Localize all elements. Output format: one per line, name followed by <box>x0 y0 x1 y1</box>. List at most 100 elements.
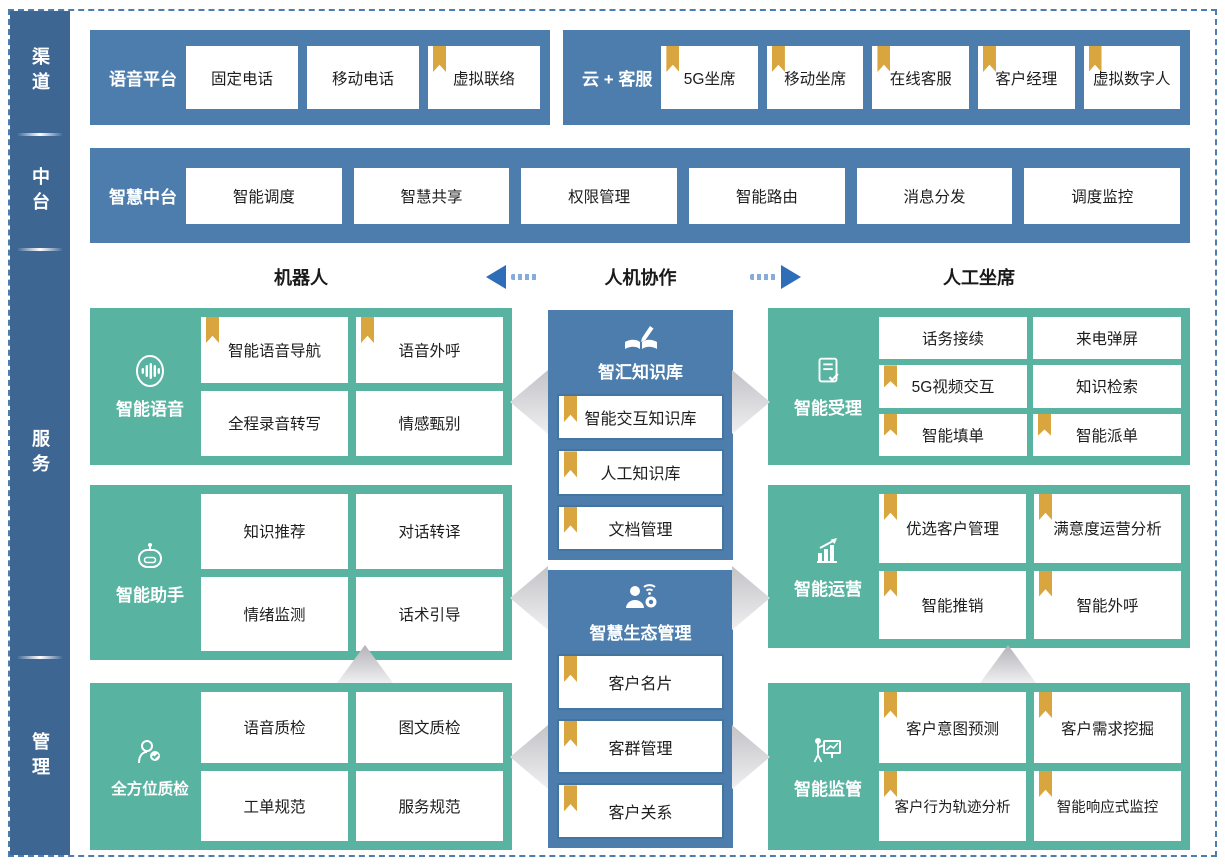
feature-card: 客户意图预测 <box>879 692 1026 763</box>
bookmark-ribbon <box>564 506 577 533</box>
bookmark-ribbon <box>564 785 577 812</box>
mode-title-collaboration: 人机协作 <box>604 268 677 288</box>
feature-card: 知识检索 <box>1033 365 1181 408</box>
bookmark-ribbon <box>564 451 577 478</box>
platform-card: 调度监控 <box>1024 167 1181 224</box>
bookmark-ribbon <box>564 396 577 422</box>
mode-title-human-agent: 人工坐席 <box>943 268 1015 288</box>
block-title: 智能运营 <box>794 580 862 599</box>
cloud-service-container: 云 + 客服 5G坐席 移动坐席 在线客服 客户经理 虚拟数字人 <box>563 30 1190 125</box>
block-smart-supervision: 智能监管 客户意图预测 客户需求挖掘 客户行为轨迹分析 智能响应式监控 <box>768 683 1190 850</box>
connector-arrow-right-icon <box>732 566 770 630</box>
chart-growth-icon <box>817 538 837 563</box>
bookmark-ribbon <box>771 46 785 72</box>
bookmark-ribbon <box>1088 46 1102 72</box>
sidebar-item-middle-platform: 中台 <box>30 167 50 217</box>
arrow-right-icon <box>781 265 801 289</box>
bookmark-ribbon <box>1039 692 1052 718</box>
feature-card: 知识推荐 <box>201 494 348 569</box>
feature-card: 语音质检 <box>201 692 348 763</box>
bookmark-ribbon <box>1039 570 1052 597</box>
sidebar-item-management: 管理 <box>30 732 50 782</box>
channel-card: 在线客服 <box>872 46 969 109</box>
sidebar: 渠道 中台 服务 管理 <box>10 11 70 855</box>
feature-card: 智能填单 <box>879 413 1027 456</box>
knowledge-card: 文档管理 <box>557 504 724 551</box>
feature-card: 智能外呼 <box>1034 570 1181 639</box>
content-area: 语音平台 固定电话 移动电话 虚拟联络 云 + 客服 5G坐席 移动坐席 在线客… <box>90 11 1190 857</box>
bookmark-ribbon <box>884 771 897 797</box>
block-title: 智能助手 <box>116 586 184 605</box>
feature-card: 服务规范 <box>356 770 503 841</box>
block-knowledge-base: 智汇知识库 智能交互知识库 人工知识库 文档管理 <box>548 310 733 560</box>
bookmark-ribbon <box>884 413 897 436</box>
block-title: 智汇知识库 <box>598 362 683 382</box>
feature-card: 情感甄别 <box>356 390 503 456</box>
feature-card: 情绪监测 <box>201 576 348 651</box>
platform-card: 权限管理 <box>521 167 678 224</box>
block-smart-voice: 智能语音 智能语音导航 语音外呼 全程录音转写 情感甄别 <box>90 308 512 465</box>
voice-platform-container: 语音平台 固定电话 移动电话 虚拟联络 <box>90 30 550 125</box>
connector-arrow-right-icon <box>732 725 770 789</box>
feature-card: 满意度运营分析 <box>1034 494 1181 563</box>
feature-card: 智能派单 <box>1033 413 1181 456</box>
block-title: 智能监管 <box>794 780 862 799</box>
bookmark-ribbon <box>1039 771 1052 797</box>
feature-card: 智能响应式监控 <box>1034 771 1181 841</box>
sidebar-item-service: 服务 <box>30 428 50 479</box>
bookmark-ribbon <box>666 46 680 72</box>
feature-card: 智能推销 <box>879 570 1026 639</box>
knowledge-card: 人工知识库 <box>557 449 724 496</box>
channel-card: 虚拟数字人 <box>1083 46 1181 109</box>
connector-arrow-up-icon <box>980 645 1036 683</box>
ecosystem-card: 客户名片 <box>557 654 724 710</box>
platform-card: 智能调度 <box>186 167 342 224</box>
channel-card: 5G坐席 <box>661 46 758 109</box>
feature-card: 话术引导 <box>356 576 503 651</box>
feature-card: 来电弹屏 <box>1033 317 1181 360</box>
feature-card: 智能语音导航 <box>201 317 348 383</box>
channel-row: 语音平台 固定电话 移动电话 虚拟联络 云 + 客服 5G坐席 移动坐席 在线客… <box>90 30 1190 125</box>
channel-card: 虚拟联络 <box>428 46 540 109</box>
feature-card: 客户需求挖掘 <box>1034 692 1181 763</box>
knowledge-card: 智能交互知识库 <box>557 394 724 441</box>
left-arrow-group <box>486 261 544 293</box>
block-title: 智能受理 <box>794 399 862 418</box>
sidebar-item-channel: 渠道 <box>30 47 50 97</box>
knowledge-book-icon <box>624 325 657 349</box>
bookmark-ribbon <box>433 46 446 72</box>
cloud-service-title: 云 + 客服 <box>582 70 653 89</box>
feature-card: 话务接续 <box>879 317 1027 360</box>
channel-card: 固定电话 <box>186 46 298 109</box>
feature-card: 对话转译 <box>356 494 503 569</box>
voice-wave-icon <box>136 355 164 387</box>
middle-platform-title: 智慧中台 <box>109 188 177 207</box>
channel-card: 移动电话 <box>307 46 419 109</box>
bookmark-ribbon <box>884 494 897 520</box>
channel-card: 客户经理 <box>977 46 1075 109</box>
sidebar-divider <box>17 248 63 251</box>
dash-line <box>511 274 537 280</box>
bookmark-ribbon <box>877 46 891 72</box>
connector-arrow-right-icon <box>732 370 770 434</box>
robot-icon <box>138 543 162 568</box>
dash-line <box>750 274 776 280</box>
mode-title-robot: 机器人 <box>274 268 328 288</box>
monitor-board-icon <box>813 738 841 763</box>
block-title: 智慧生态管理 <box>589 623 692 643</box>
bookmark-ribbon <box>1039 494 1052 520</box>
ecosystem-card: 客群管理 <box>557 718 724 775</box>
voice-platform-title: 语音平台 <box>109 70 177 89</box>
platform-card: 智慧共享 <box>353 167 510 224</box>
bookmark-ribbon <box>884 692 897 718</box>
ecosystem-card: 客户关系 <box>557 783 724 840</box>
bookmark-ribbon <box>361 317 374 343</box>
block-title: 全方位质检 <box>111 780 189 798</box>
platform-card: 消息分发 <box>856 167 1013 224</box>
feature-card: 5G视频交互 <box>879 365 1027 408</box>
feature-card: 工单规范 <box>201 770 348 841</box>
feature-card: 优选客户管理 <box>879 494 1026 563</box>
feature-card: 全程录音转写 <box>201 390 348 456</box>
channel-card: 移动坐席 <box>766 46 864 109</box>
